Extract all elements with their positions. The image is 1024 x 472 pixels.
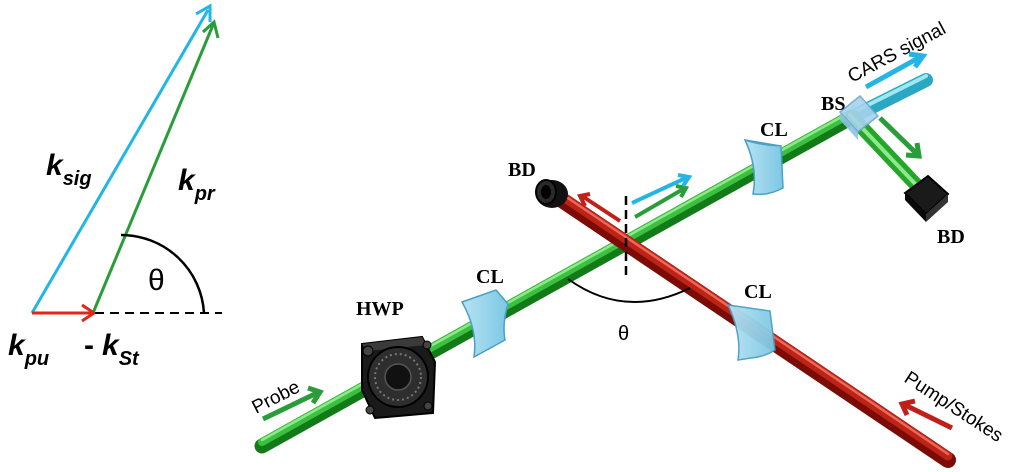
wavevector-diagram: ksig kpr θ kpu - kSt bbox=[8, 3, 222, 370]
theta-label-left: θ bbox=[148, 264, 165, 297]
k-sig-vector bbox=[30, 9, 210, 314]
crossing-arrows bbox=[577, 173, 693, 223]
k-sig-arrowhead bbox=[195, 3, 212, 22]
k-sig-label: ksig bbox=[46, 149, 92, 190]
bd-top-label: BD bbox=[508, 159, 536, 181]
k-pu-label: kpu bbox=[8, 329, 49, 370]
probe-input-arrow bbox=[261, 385, 324, 422]
k-pr-vector bbox=[91, 24, 215, 314]
cylindrical-lens-left bbox=[460, 289, 509, 359]
cylindrical-lens-top bbox=[743, 139, 784, 196]
bs-label: BS bbox=[821, 93, 845, 115]
minus-sign: - bbox=[84, 329, 94, 362]
beam-dump-right bbox=[903, 174, 950, 222]
k-st-label: kSt bbox=[102, 329, 140, 370]
cl-top-label: CL bbox=[760, 119, 788, 141]
k-pr-label: kpr bbox=[178, 164, 216, 205]
optical-setup: BD BD CL CL CL BS HWP θ CARS signal Prob… bbox=[249, 18, 1006, 468]
hwp-label: HWP bbox=[356, 298, 404, 320]
pump-input-arrow bbox=[898, 398, 954, 431]
cars-signal-arrow bbox=[864, 51, 928, 90]
theta-label-right: θ bbox=[618, 323, 629, 345]
beam-splitter bbox=[838, 94, 880, 140]
cl-left-label: CL bbox=[476, 266, 504, 288]
crossing-angle-arc bbox=[567, 278, 691, 303]
theta-arc bbox=[120, 233, 206, 314]
bd-right-label: BD bbox=[937, 226, 965, 248]
k-pu-kst-arrowhead bbox=[81, 303, 97, 323]
cylindrical-lens-bottom bbox=[726, 304, 776, 361]
reflected-arrow bbox=[878, 116, 922, 159]
beam-dump-top bbox=[535, 179, 568, 208]
half-wave-plate bbox=[361, 335, 437, 420]
k-pr-arrowhead bbox=[201, 19, 220, 39]
cl-bottom-label: CL bbox=[744, 281, 772, 303]
cars-signal-label: CARS signal bbox=[844, 18, 949, 87]
